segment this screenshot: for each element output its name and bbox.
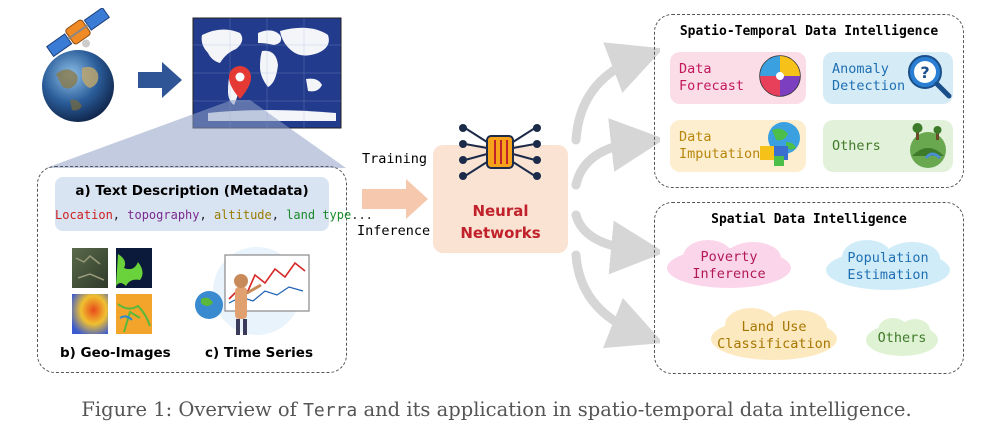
caption-prefix: Figure 1: Overview of <box>81 398 304 421</box>
arrow-to-map <box>138 60 184 104</box>
metadata-term: altitude <box>213 208 272 222</box>
inference-label: Inference <box>357 223 431 239</box>
landscape-icon <box>902 122 952 172</box>
spatio-temporal-panel <box>654 14 964 188</box>
flow-arrow <box>362 179 432 223</box>
text-description-box <box>55 177 329 231</box>
puzzle-globe-icon <box>756 120 804 172</box>
metadata-term: topography <box>127 208 200 222</box>
cloud-spatial-others: Others <box>864 318 940 358</box>
output-arrows <box>570 40 665 354</box>
earth-globe-icon <box>42 50 114 122</box>
metadata-term: land type <box>286 208 352 222</box>
metadata-term: , <box>112 208 128 222</box>
geo-images <box>72 248 152 334</box>
svg-text:?: ? <box>920 63 929 82</box>
neural-networks-label-2: Networks <box>460 224 541 242</box>
caption-name: Terra <box>303 400 358 421</box>
caption-suffix: and its application in spatio-temporal d… <box>357 398 912 421</box>
input-panel <box>37 166 347 373</box>
magnifier-question-icon: ? <box>905 52 953 104</box>
training-label: Training <box>362 151 428 167</box>
time-series-label: c) Time Series <box>205 345 313 361</box>
spatial-title: Spatial Data Intelligence <box>711 212 907 227</box>
neural-network-icon <box>455 116 545 200</box>
metadata-terms: Location, topography, altitude, land typ… <box>55 208 373 222</box>
zoom-connector <box>0 0 400 204</box>
metadata-term: Location <box>55 208 113 222</box>
text-description-title: a) Text Description (Metadata) <box>75 183 309 199</box>
metadata-term: , <box>199 208 214 222</box>
spatio-temporal-title: Spatio-Temporal Data Intelligence <box>679 24 939 39</box>
map-pin-icon <box>229 66 251 99</box>
time-series-illustration <box>195 243 315 338</box>
geo-images-label: b) Geo-Images <box>60 345 171 361</box>
neural-networks-label-1: Neural <box>472 202 529 220</box>
satellite-globe <box>30 6 130 123</box>
metadata-term: , <box>271 208 287 222</box>
satellite-icon <box>46 6 110 58</box>
figure-caption: Figure 1: Overview of Terra and its appl… <box>0 398 993 421</box>
weather-icon <box>758 54 802 102</box>
metadata-term: ... <box>351 208 373 222</box>
spatial-panel <box>654 202 964 374</box>
